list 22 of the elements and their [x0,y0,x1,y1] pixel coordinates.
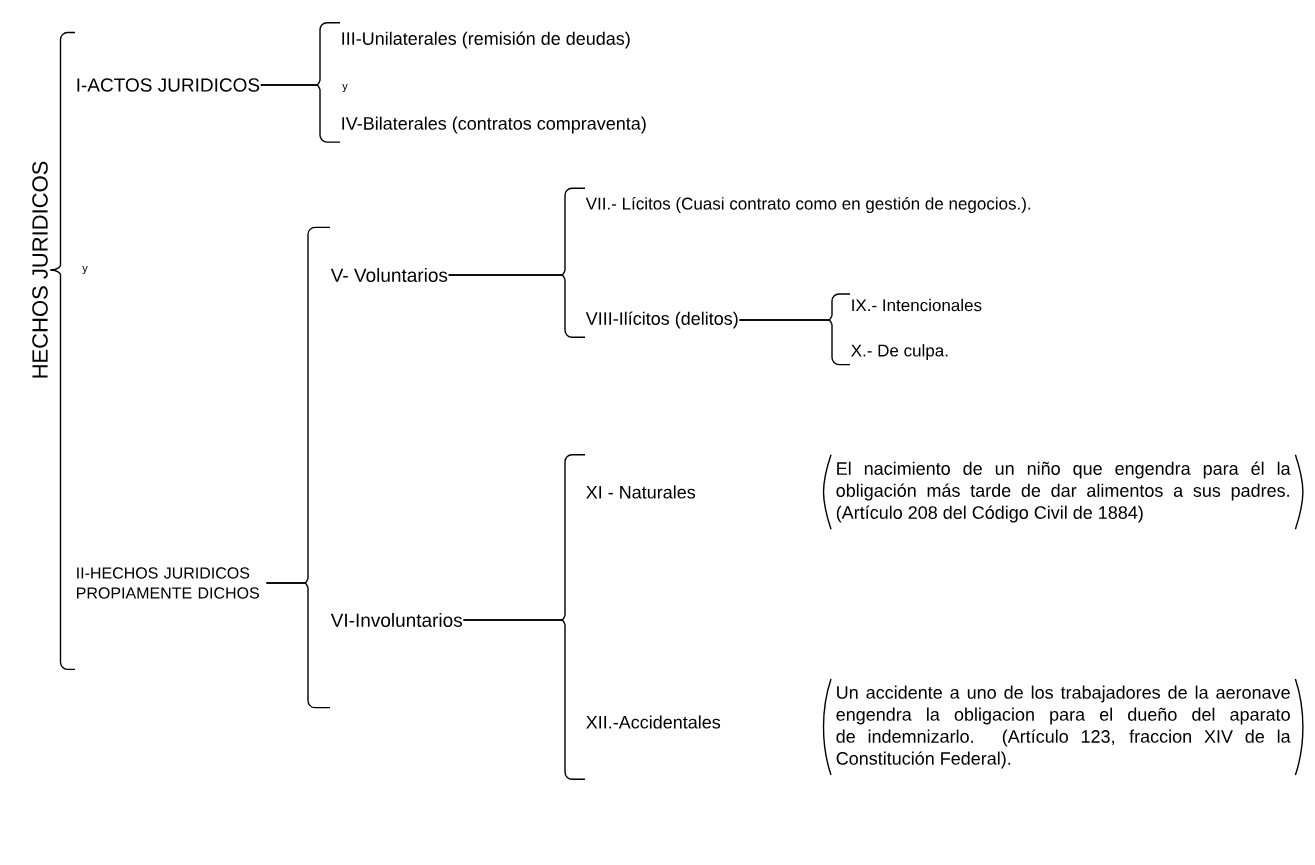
category-text: XI - Naturales [586,485,696,499]
parenthetical-note: El nacimiento de un niño que engendra para él la obligación más tarde de dar alimentos a sus padres. (Artículo 208 del Código Civil de 1884) [836,461,1291,523]
conjunction-text: y [342,83,348,93]
brace [260,84,341,143]
category-text: III-Unilaterales (remisión de deudas) [342,31,630,49]
rotated-heading: HECHOS JURIDICOS [32,161,48,378]
category-text: II-HECHOS JURIDICOS PROPIAMENTE DICHOS [77,567,259,599]
brace [738,319,851,366]
category-text: VIII-Ilícitos (delitos) [585,311,738,329]
category-text: IX.- Intencionales [852,298,982,312]
category-text: XII.-Accidentales [586,715,721,729]
conjunction-text: y [82,265,88,275]
category-text: VI-Involuntarios [330,613,462,627]
category-text: V- Voluntarios [330,268,448,282]
brace [462,619,586,780]
category-text: X.- De culpa. [851,344,948,360]
brace [265,582,331,709]
parenthetical-note: Un accidente a uno de los trabajadores de la aeronave engendra la obligacion para el dueño del aparato de indemnizarlo. (Artículo 123, fraccion XIV de la Constitución Federal). [836,685,1291,769]
category-text: I-ACTOS JURIDICOS [77,78,260,92]
category-text: VII.- Lícitos (Cuasi contrato como en gestión de negocios.). [585,197,1031,213]
brace [447,274,586,338]
category-text: IV-Bilaterales (contratos compraventa) [342,116,646,134]
